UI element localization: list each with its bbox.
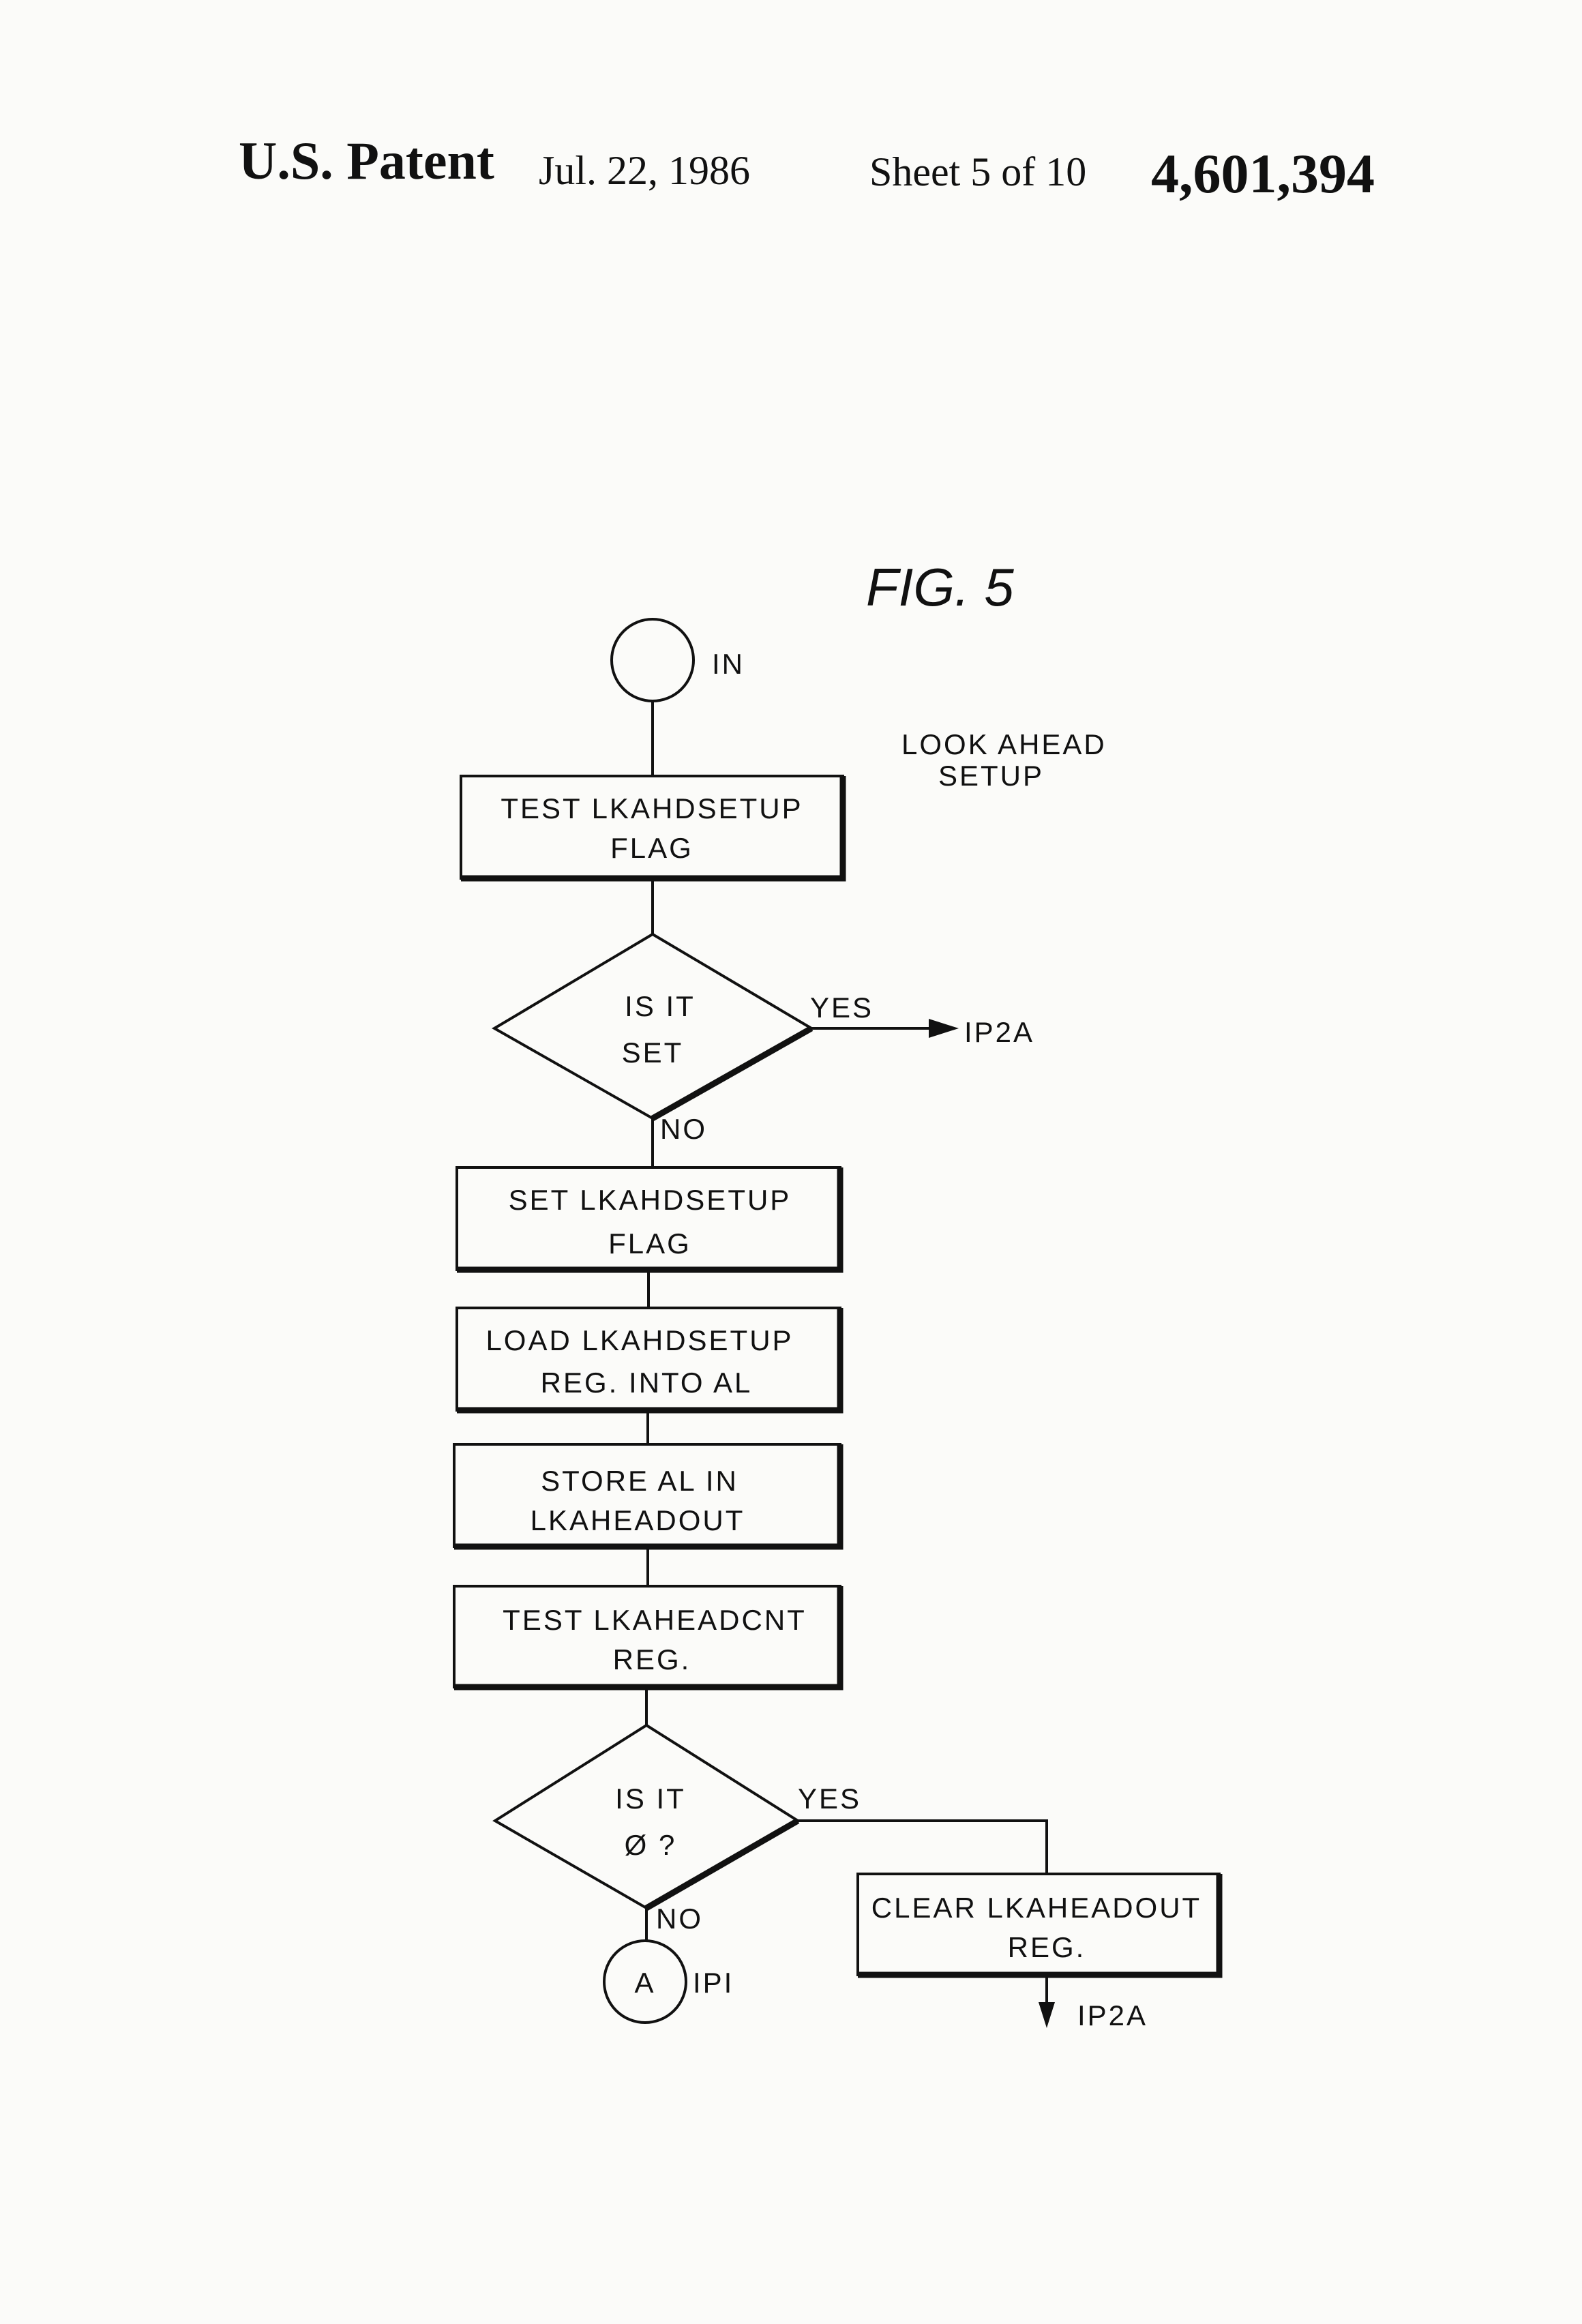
decision1-no-label: NO [660, 1113, 707, 1145]
figure-caption-line2: SETUP [938, 760, 1044, 792]
connector-a-label: A [634, 1967, 655, 1999]
test-flag-line2: FLAG [610, 832, 693, 864]
patent-number: 4,601,394 [1151, 143, 1375, 205]
decision2-line1: IS IT [615, 1783, 686, 1815]
decision2-yes-label: YES [798, 1783, 861, 1815]
decision1-yes-target: IP2A [964, 1016, 1034, 1048]
decision1-line2: SET [622, 1037, 684, 1069]
clear-reg-target: IP2A [1077, 1999, 1148, 2031]
sheet-number: Sheet 5 of 10 [869, 149, 1086, 194]
clear-reg-line2: REG. [1008, 1931, 1086, 1963]
load-reg-line2: REG. INTO AL [541, 1367, 753, 1399]
decision2-line2: Ø ? [625, 1829, 677, 1861]
test-cnt-line1: TEST LKAHEADCNT [503, 1604, 807, 1636]
test-flag-line1: TEST LKAHDSETUP [501, 792, 803, 824]
patent-label: U.S. Patent [239, 131, 494, 190]
clear-reg-line1: CLEAR LKAHEADOUT [871, 1892, 1202, 1924]
decision-diamond-is-it-zero [495, 1725, 798, 1908]
start-terminal [612, 619, 693, 701]
decision2-no-label: NO [656, 1903, 703, 1935]
decision1-yes-label: YES [810, 992, 874, 1024]
figure-title: FIG. 5 [866, 557, 1014, 617]
arrow-right-icon [929, 1019, 959, 1038]
store-al-line2: LKAHEADOUT [531, 1504, 745, 1536]
figure-caption-line1: LOOK AHEAD [901, 728, 1107, 760]
set-flag-line1: SET LKAHDSETUP [509, 1184, 792, 1216]
yes-branch-line [798, 1821, 1047, 1874]
load-reg-line1: LOAD LKAHDSETUP [486, 1324, 793, 1356]
arrow-down-icon [1039, 2002, 1055, 2028]
connector-a-target: IPI [693, 1967, 734, 1999]
set-flag-line2: FLAG [608, 1227, 691, 1260]
store-al-line1: STORE AL IN [541, 1465, 738, 1497]
decision-diamond-is-it-set [494, 934, 811, 1118]
test-cnt-line2: REG. [613, 1643, 691, 1675]
patent-date: Jul. 22, 1986 [539, 148, 750, 193]
start-label: IN [712, 648, 745, 680]
decision1-line1: IS IT [625, 990, 696, 1022]
